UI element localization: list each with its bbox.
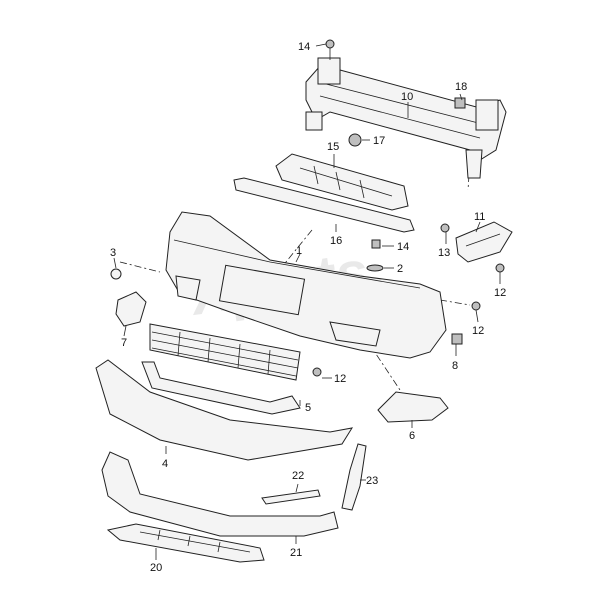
callout-12c: 12 xyxy=(334,373,346,385)
callout-1: 1 xyxy=(296,245,302,257)
upper-bumper-strip xyxy=(233,177,415,233)
left-fog-opening xyxy=(175,275,201,301)
screw-14-middle xyxy=(371,239,381,249)
undertray xyxy=(106,523,265,563)
energy-absorber xyxy=(275,153,409,211)
nut-17 xyxy=(348,133,362,147)
callout-10: 10 xyxy=(401,91,413,103)
front-spoiler xyxy=(95,359,354,461)
screw-12-grille xyxy=(312,367,322,377)
beam-left-bracket xyxy=(317,57,341,85)
callout-16: 16 xyxy=(330,235,342,247)
callout-12a: 12 xyxy=(494,287,506,299)
lower-spoiler xyxy=(101,451,339,537)
callout-14b: 14 xyxy=(397,241,409,253)
side-trim-strip xyxy=(341,443,367,511)
callout-8: 8 xyxy=(452,360,458,372)
callout-23: 23 xyxy=(366,475,378,487)
bumper-cover xyxy=(165,211,447,359)
grille-trim xyxy=(141,361,301,415)
lower-grille xyxy=(149,323,301,381)
callout-4: 4 xyxy=(162,458,168,470)
leader-22 xyxy=(295,483,299,493)
clip-2 xyxy=(366,264,384,272)
callout-3: 3 xyxy=(110,247,116,259)
callout-20: 20 xyxy=(150,562,162,574)
leader-18 xyxy=(459,93,463,101)
screw-14-top xyxy=(325,39,335,60)
guide-line xyxy=(439,299,471,306)
callout-21: 21 xyxy=(290,547,302,559)
leader-7 xyxy=(123,325,127,337)
callout-22: 22 xyxy=(292,470,304,482)
license-plate-area xyxy=(218,264,306,316)
clip-nut-8 xyxy=(451,333,463,345)
callout-13: 13 xyxy=(438,247,450,259)
fog-lamp-plug-3 xyxy=(110,268,122,280)
callout-15: 15 xyxy=(327,141,339,153)
leader-1 xyxy=(295,253,301,263)
leader-14a xyxy=(315,43,327,47)
leader-12b xyxy=(475,309,479,323)
left-fog-lamp-cover xyxy=(115,291,147,327)
callout-17: 17 xyxy=(373,135,385,147)
callout-11: 11 xyxy=(474,211,485,223)
guide-line xyxy=(359,329,401,391)
callout-7: 7 xyxy=(121,337,127,349)
bolt-18 xyxy=(454,97,466,109)
trim-strip-22 xyxy=(261,489,321,505)
leader-11 xyxy=(475,221,481,233)
screw-12-side xyxy=(471,301,481,311)
side-guide-bracket xyxy=(455,221,513,263)
screw-13 xyxy=(440,223,450,233)
right-fog-opening xyxy=(329,321,381,347)
screw-12-bracket xyxy=(495,263,505,273)
callout-5: 5 xyxy=(305,402,311,414)
guide-line xyxy=(119,261,161,273)
callout-14a: 14 xyxy=(298,41,310,53)
right-fog-lamp-cover xyxy=(377,391,449,423)
callout-2: 2 xyxy=(397,263,403,275)
bumper-reinforcement-beam xyxy=(305,57,507,179)
callout-18: 18 xyxy=(455,81,467,93)
callout-12b: 12 xyxy=(472,325,484,337)
leader-3 xyxy=(113,257,117,269)
callout-6: 6 xyxy=(409,430,415,442)
beam-right-bracket xyxy=(475,99,499,131)
